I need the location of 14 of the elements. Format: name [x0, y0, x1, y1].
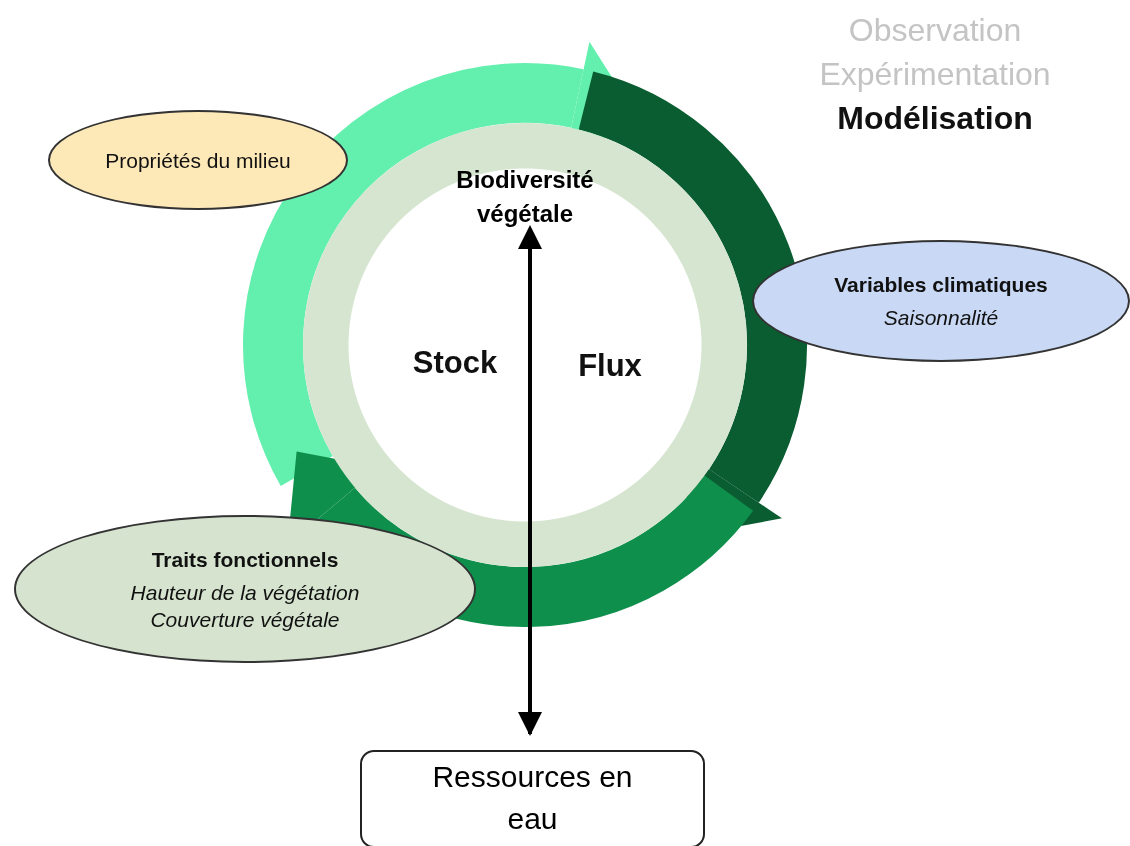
center-label: Stock [411, 345, 499, 381]
stage-label: Modélisation [836, 100, 1034, 137]
ellipse-subtext: Hauteur de la végétation [130, 579, 360, 606]
ellipse-text: Propriétés du milieu [105, 147, 291, 174]
center-label: Flux [577, 348, 643, 384]
stage-label: Observation [847, 12, 1023, 49]
center-title: Biodiversité végétale [425, 163, 625, 231]
ellipse-subtext: Couverture végétale [150, 606, 340, 633]
stage-label: Expérimentation [818, 56, 1052, 93]
ellipse-heading: Traits fonctionnels [151, 546, 339, 573]
double-arrow [518, 225, 542, 736]
ellipse-subtext: Saisonnalité [883, 305, 999, 331]
resource-box: Ressources en eau [360, 750, 705, 846]
ellipse-heading: Variables climatiques [834, 272, 1048, 298]
